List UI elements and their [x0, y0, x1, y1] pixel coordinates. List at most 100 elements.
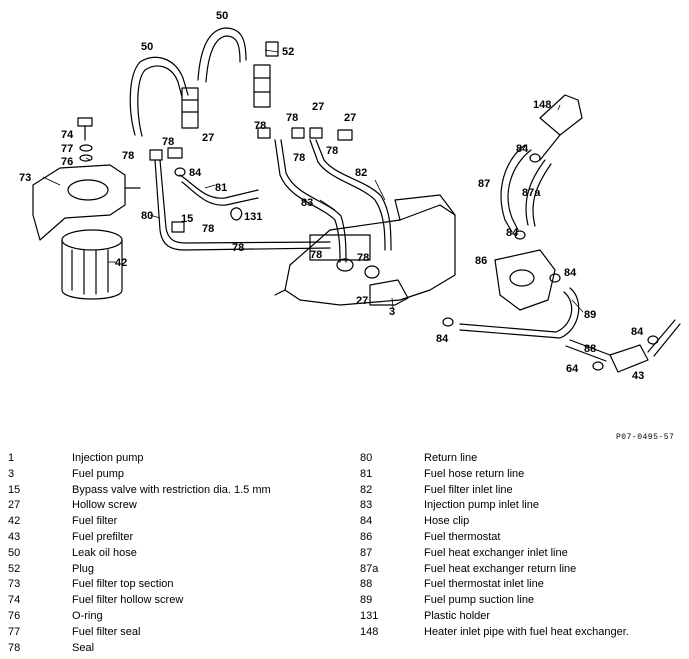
legend-number: 76 — [8, 609, 21, 622]
legend-row: 52 Plug — [8, 562, 271, 578]
legend-description: Plug — [72, 562, 95, 575]
legend-row: 43 Fuel prefilter — [8, 530, 271, 546]
legend-description: Fuel filter seal — [72, 625, 141, 638]
legend-description: Return line — [424, 452, 478, 464]
callout-84: 84 — [436, 333, 449, 345]
callout-78: 78 — [232, 242, 244, 254]
leak-oil-hose-right — [197, 27, 247, 83]
legend-description: Leak oil hose — [72, 546, 137, 559]
callout-88: 88 — [584, 343, 596, 355]
callout-84: 84 — [564, 267, 577, 279]
legend-description: Injection pump inlet line — [424, 499, 539, 512]
injection-pump — [274, 194, 456, 306]
legend-number: 74 — [8, 594, 21, 607]
legend-description: Fuel thermostat — [424, 530, 501, 543]
callout-52: 52 — [282, 46, 294, 58]
fuel-hose-return-line — [179, 174, 259, 206]
legend-number: 52 — [8, 562, 21, 575]
legend-row: 86 Fuel thermostat — [360, 530, 629, 546]
callout-27: 27 — [344, 112, 356, 124]
fuel-thermostat — [494, 249, 556, 311]
legend-description: Fuel filter hollow screw — [72, 594, 184, 607]
callout-77: 77 — [61, 143, 73, 155]
legend-number: 84 — [360, 515, 373, 528]
legend-number: 88 — [360, 578, 373, 591]
callout-78: 78 — [310, 249, 322, 261]
legend-number: 80 — [360, 452, 373, 464]
fuel-thermostat-inlet-line — [565, 339, 611, 362]
legend-description: Fuel prefilter — [72, 530, 134, 543]
callout-89: 89 — [584, 309, 596, 321]
bypass-valve — [171, 221, 185, 233]
legend-number: 50 — [8, 546, 21, 559]
legend-number: 148 — [360, 625, 379, 638]
legend-description: Bypass valve with restriction dia. 1.5 m… — [72, 483, 271, 496]
callout-86: 86 — [475, 255, 487, 267]
legend-number: 78 — [8, 641, 21, 654]
o-ring — [79, 154, 93, 162]
callout-42: 42 — [115, 257, 127, 269]
callout-148: 148 — [533, 99, 551, 111]
legend-description: Fuel pump suction line — [424, 594, 535, 607]
fuel-filter-hollow-screw — [77, 117, 93, 141]
hose-clips — [174, 153, 659, 371]
legend-description: Fuel filter top section — [72, 578, 174, 591]
legend-row: 74 Fuel filter hollow screw — [8, 593, 271, 609]
fuel-filter — [61, 229, 123, 300]
legend-description: Fuel filter — [72, 515, 118, 528]
legend-row: 42 Fuel filter — [8, 514, 271, 530]
callout-82: 82 — [355, 167, 367, 179]
callout-27: 27 — [312, 101, 324, 113]
injection-pump-inlet-line — [274, 139, 347, 263]
callout-84: 84 — [506, 227, 519, 239]
callout-83: 83 — [301, 197, 313, 209]
legend-description: Fuel heat exchanger inlet line — [424, 546, 568, 559]
callout-15: 15 — [181, 213, 193, 225]
legend-description: Hollow screw — [72, 499, 137, 512]
callout-3: 3 — [389, 306, 395, 318]
legend-row: 3 Fuel pump — [8, 467, 271, 483]
leak-oil-connector-left — [181, 87, 199, 129]
legend-number: 86 — [360, 530, 373, 543]
callout-43: 43 — [632, 370, 644, 382]
callout-78: 78 — [286, 112, 298, 124]
legend-description: Fuel pump — [72, 467, 124, 480]
legend-number: 42 — [8, 515, 21, 528]
legend-description: Seal — [72, 641, 95, 654]
callout-84: 84 — [189, 167, 202, 179]
legend-description: Fuel thermostat inlet line — [424, 578, 544, 591]
callout-64: 64 — [566, 363, 579, 375]
legend-number: 3 — [8, 467, 15, 480]
fuel-filter-top-section — [32, 164, 141, 241]
legend-row: 73 Fuel filter top section — [8, 577, 271, 593]
callout-78: 78 — [326, 145, 338, 157]
callout-27: 27 — [202, 132, 214, 144]
callout-74: 74 — [61, 129, 74, 141]
callout-84: 84 — [631, 326, 644, 338]
legend-number: 27 — [8, 499, 21, 512]
leak-oil-connector-right — [253, 64, 271, 108]
return-line — [154, 159, 331, 251]
fuel-heat-exchanger-inlet-line — [500, 144, 532, 233]
legend-number: 73 — [8, 578, 21, 591]
legend-description: Plastic holder — [424, 609, 491, 622]
legend-number: 1 — [8, 452, 15, 464]
legend-description: Fuel filter inlet line — [424, 483, 513, 496]
heater-inlet-pipe — [539, 94, 583, 161]
banjo-fittings-top — [149, 127, 353, 161]
legend-row: 88 Fuel thermostat inlet line — [360, 577, 629, 593]
legend-number: 43 — [8, 530, 21, 543]
callout-78: 78 — [357, 252, 369, 264]
callout-78: 78 — [293, 152, 305, 164]
fuel-filter-seal — [79, 144, 93, 152]
